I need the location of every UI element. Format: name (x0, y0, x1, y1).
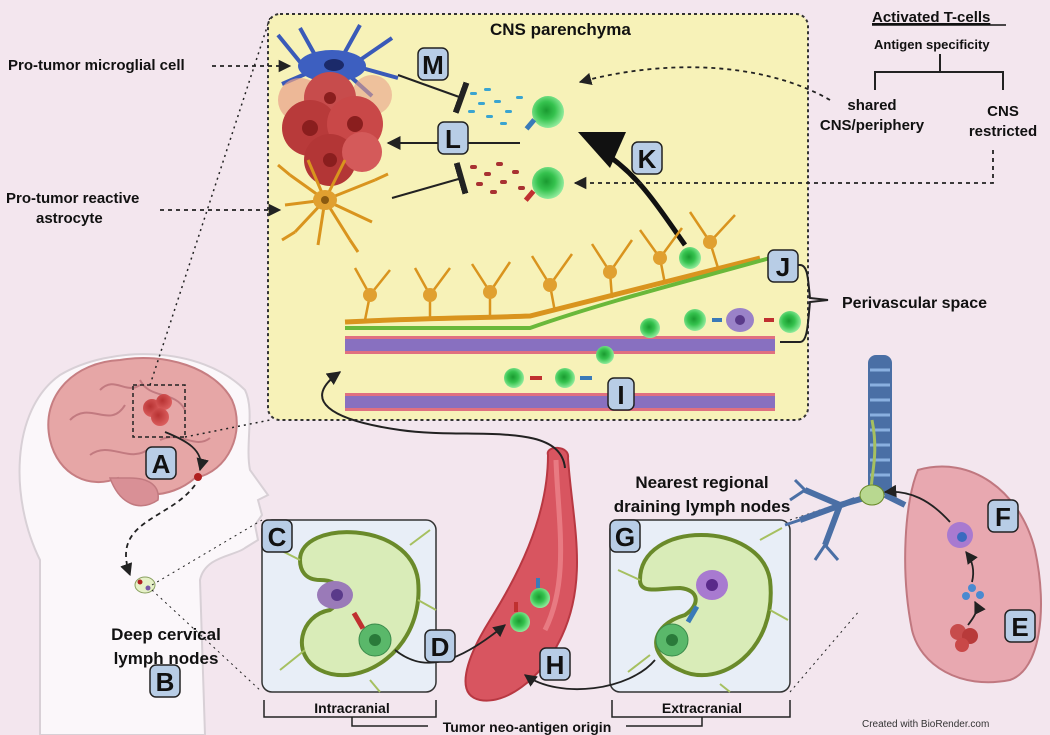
letter-box-c: C (261, 519, 293, 553)
glia-limitans (345, 256, 771, 330)
svg-text:D: D (431, 632, 450, 662)
svg-text:F: F (995, 502, 1011, 532)
neck-lymph-node (134, 576, 156, 594)
t-cell-upper (524, 96, 564, 131)
perivascular-t-cells (504, 247, 801, 388)
letter-box-h: H (539, 647, 571, 681)
svg-text:E: E (1011, 612, 1028, 642)
intracranial-label: Intracranial (314, 700, 389, 716)
cns-label-1: CNS (987, 103, 1019, 120)
svg-text:I: I (617, 380, 624, 410)
svg-text:A: A (152, 449, 171, 479)
svg-text:G: G (615, 522, 635, 552)
svg-text:C: C (268, 522, 287, 552)
letter-box-k: K (631, 141, 663, 175)
svg-text:L: L (445, 124, 461, 154)
astrocyte-label-2: astrocyte (36, 210, 103, 227)
letter-box-e: E (1004, 609, 1036, 643)
astrocyte-label-1: Pro-tumor reactive (6, 190, 139, 207)
vessel-wall-upper (345, 336, 775, 354)
antigen-label: Antigen specificity (874, 37, 990, 52)
brain (47, 356, 238, 507)
svg-text:J: J (776, 252, 790, 282)
shared-label-2: CNS/periphery (820, 117, 925, 134)
reactive-astrocyte (277, 159, 389, 253)
svg-text:B: B (156, 667, 175, 697)
letter-box-l: L (437, 121, 469, 155)
nearest-label-1: Nearest regional (635, 473, 768, 492)
svg-text:M: M (422, 50, 444, 80)
svg-text:K: K (638, 144, 657, 174)
lymph-node-g (617, 527, 789, 693)
credit-label: Created with BioRender.com (862, 719, 989, 730)
drain-particle (194, 473, 202, 481)
tumor-mass (278, 72, 392, 186)
panel-title: CNS parenchyma (490, 20, 631, 39)
migration-arrow-head (578, 132, 626, 168)
letter-box-b: B (149, 664, 181, 698)
letter-box-d: D (424, 629, 456, 663)
astrocyte-bodies (363, 235, 717, 302)
origin-label-bg (428, 720, 626, 735)
deep-label-1: Deep cervical (111, 625, 221, 644)
t-cell-lower (523, 167, 564, 202)
activated-title: Activated T-cells (872, 9, 990, 26)
trachea (784, 355, 907, 561)
perivascular-label: Perivascular space (842, 295, 987, 312)
letter-box-i: I (607, 377, 635, 411)
blood-vessel (464, 446, 579, 702)
astrocyte-endfeet-row (344, 211, 761, 325)
lymph-node-c (269, 529, 437, 693)
letter-box-g: G (609, 519, 641, 553)
cns-label-2: restricted (969, 123, 1037, 140)
svg-text:H: H (546, 650, 565, 680)
antigen-tree-lines (874, 54, 1004, 90)
vessel-to-brain-arrow (321, 371, 566, 469)
letter-box-m: M (417, 47, 449, 81)
letter-box-f: F (987, 499, 1019, 533)
vessel-t-cells (510, 578, 550, 632)
deep-label-2: lymph nodes (114, 649, 219, 668)
cytokines-red (470, 162, 525, 194)
brain-tumor-inset-box (132, 384, 186, 438)
letter-box-a: A (145, 446, 177, 480)
perivascular-brace (780, 264, 829, 343)
vessel-wall-lower (345, 393, 775, 411)
shared-label-1: shared (847, 97, 896, 114)
lung-cells (947, 522, 984, 652)
nearest-label-2: draining lymph nodes (614, 497, 791, 516)
letter-box-j: J (767, 249, 799, 283)
brain-tumor (132, 384, 186, 438)
origin-label: Tumor neo-antigen origin (443, 719, 612, 735)
microglia-label: Pro-tumor microglial cell (8, 57, 185, 74)
cytokines-blue (468, 88, 523, 125)
extracranial-label: Extracranial (662, 700, 742, 716)
